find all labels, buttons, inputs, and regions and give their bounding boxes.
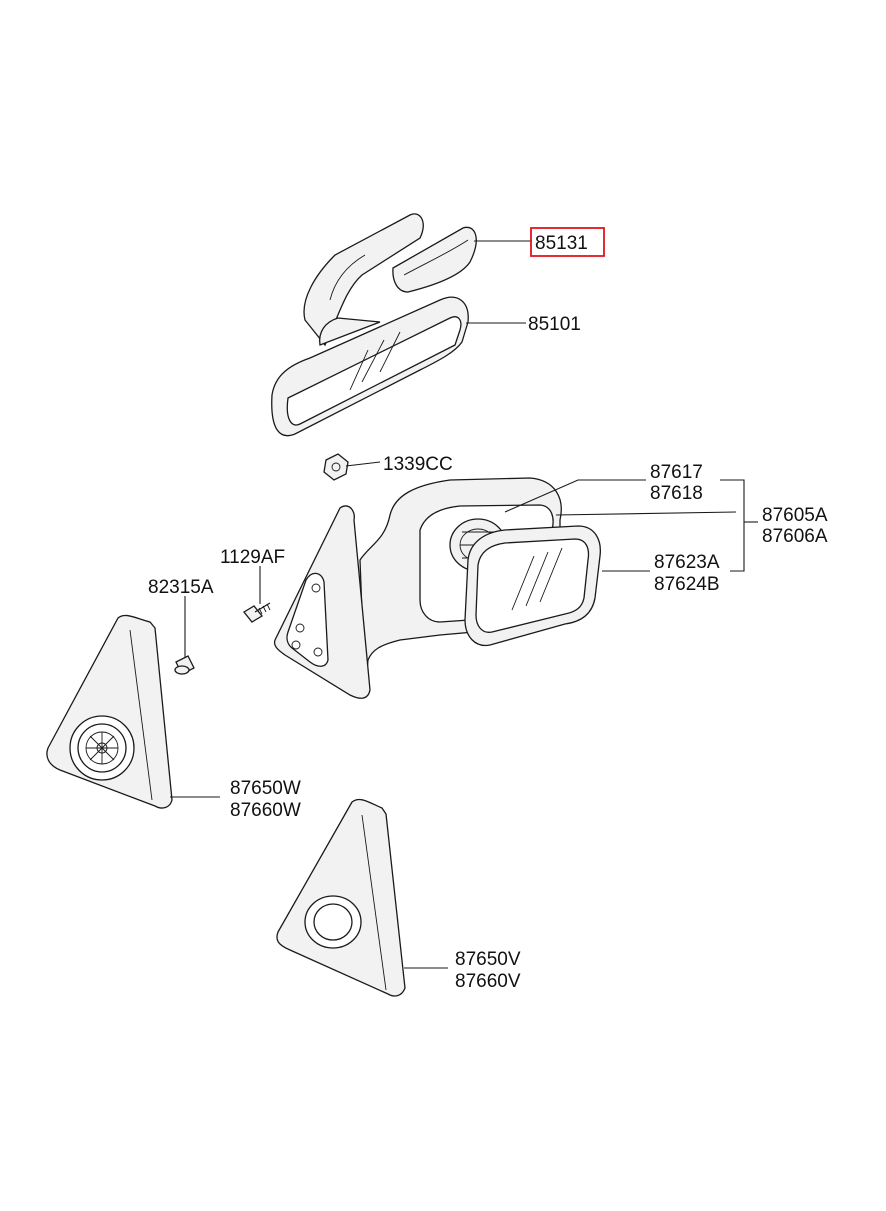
screw-1129af[interactable]	[243, 602, 271, 623]
label-87617[interactable]: 87617	[650, 462, 703, 483]
nut-1339cc[interactable]	[323, 453, 349, 481]
mirror-glass-87623a[interactable]	[464, 525, 601, 647]
delta-cover-87650v[interactable]	[276, 798, 406, 997]
highlight-box-85131	[530, 227, 605, 257]
label-85131[interactable]: 85131	[535, 233, 588, 254]
part-labels: 85131 85101 1339CC 87617 87618 87605A 87…	[148, 233, 828, 992]
label-87650v[interactable]: 87650V	[455, 949, 521, 970]
label-87618[interactable]: 87618	[650, 483, 703, 504]
label-87650w[interactable]: 87650W	[230, 778, 301, 799]
label-87660v[interactable]: 87660V	[455, 971, 521, 992]
label-1129af[interactable]: 1129AF	[220, 547, 285, 568]
delta-cover-tweeter-87650w[interactable]	[46, 614, 173, 809]
label-87605a[interactable]: 87605A	[762, 505, 828, 526]
leader-lines	[170, 240, 758, 969]
clip-82315a[interactable]	[174, 655, 195, 675]
label-87660w[interactable]: 87660W	[230, 800, 301, 821]
label-82315a[interactable]: 82315A	[148, 577, 214, 598]
label-1339cc[interactable]: 1339CC	[383, 454, 453, 475]
label-87606a[interactable]: 87606A	[762, 526, 828, 547]
inside-mirror-85101[interactable]	[271, 296, 469, 437]
label-87623a[interactable]: 87623A	[654, 552, 720, 573]
label-85101[interactable]: 85101	[528, 314, 581, 335]
mirror-cover-85131[interactable]	[303, 213, 477, 347]
label-87624b[interactable]: 87624B	[654, 574, 720, 595]
